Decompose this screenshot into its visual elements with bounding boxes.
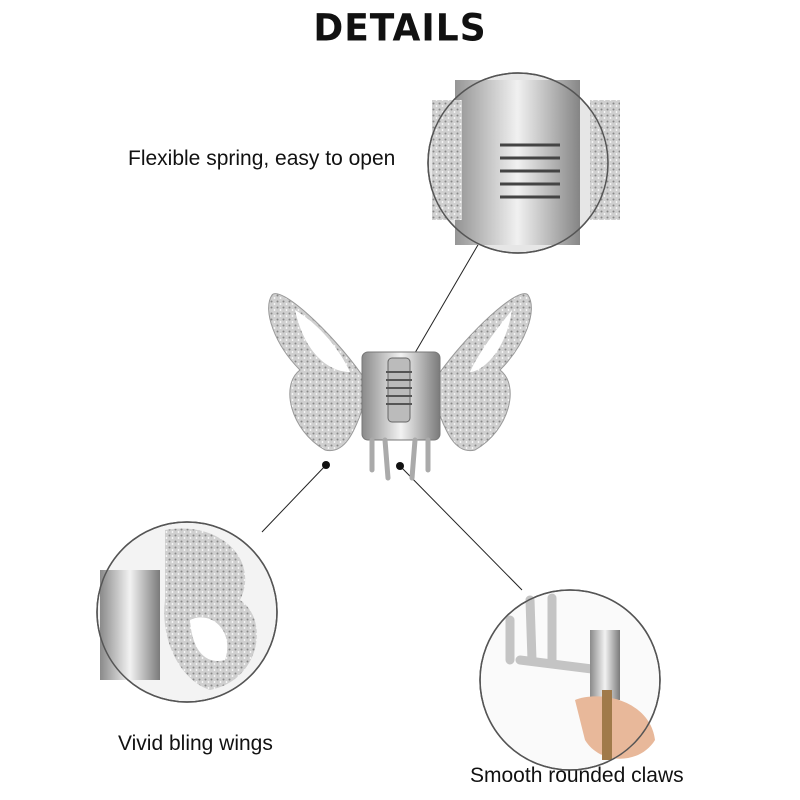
callout-label-spring: Flexible spring, easy to open [128, 147, 396, 170]
butterfly-clip-image [268, 293, 532, 481]
callout-label-wings: Vivid bling wings [118, 732, 273, 755]
callout-label-claws: Smooth rounded claws [470, 764, 684, 787]
spring-closeup [427, 72, 620, 254]
page-title: DETAILS [313, 6, 487, 51]
claw-closeup [479, 589, 661, 771]
wing-closeup [96, 521, 278, 703]
